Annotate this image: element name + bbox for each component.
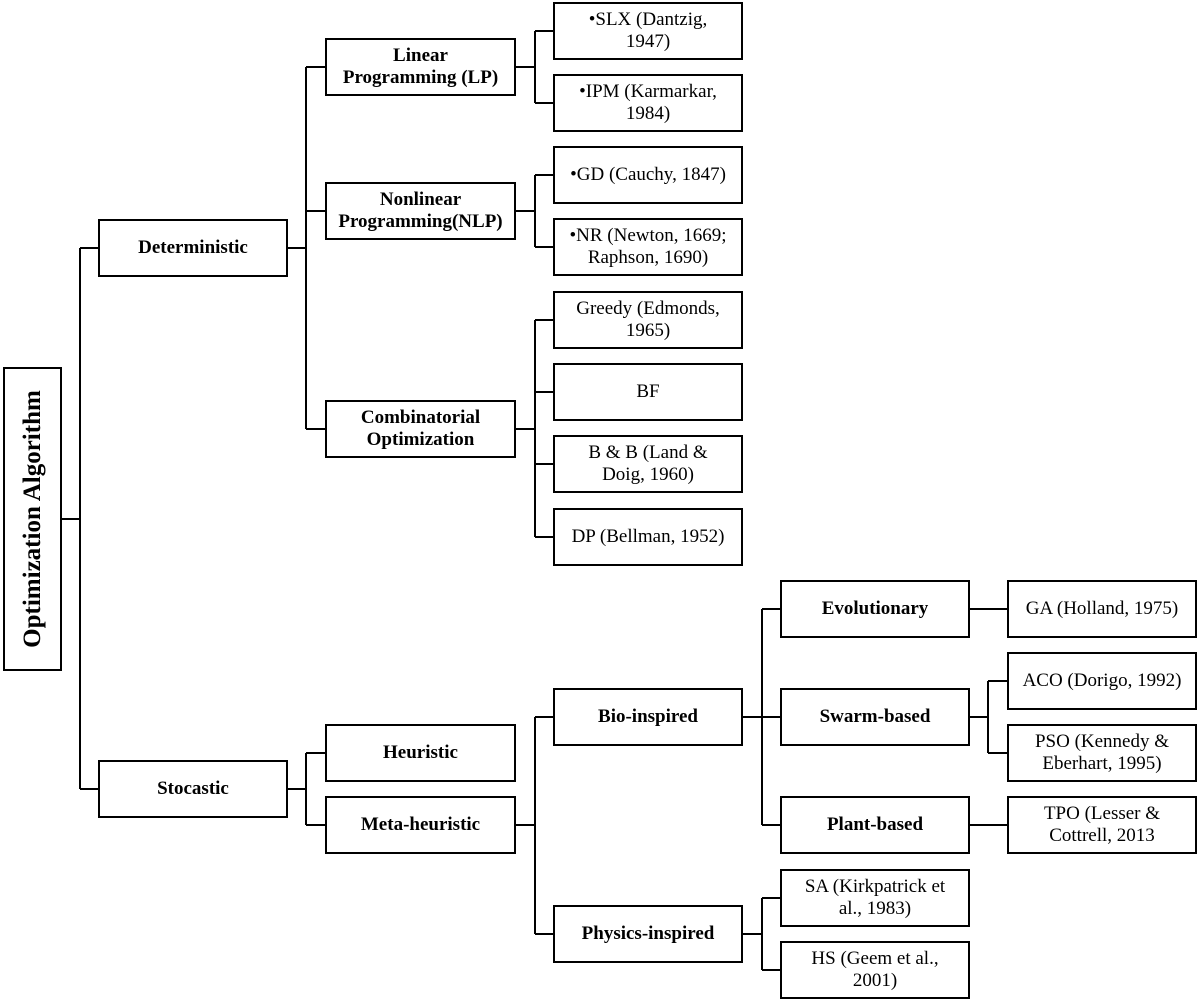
- leaf-ipm: •IPM (Karmarkar, 1984): [553, 74, 743, 132]
- leaf-bf: BF: [553, 363, 743, 421]
- leaf-ga: GA (Holland, 1975): [1007, 580, 1197, 638]
- node-plant-based: Plant-based: [780, 796, 970, 854]
- connector-nlp: [516, 174, 553, 248]
- leaf-bb: B & B (Land & Doig, 1960): [553, 435, 743, 493]
- connector-bio: [743, 608, 780, 826]
- node-physics-inspired: Physics-inspired: [553, 905, 743, 963]
- connector-stocastic: [288, 752, 325, 826]
- connector-meta: [516, 716, 553, 935]
- leaf-nr: •NR (Newton, 1669; Raphson, 1690): [553, 218, 743, 276]
- connector-deterministic: [288, 66, 325, 430]
- leaf-aco: ACO (Dorigo, 1992): [1007, 652, 1197, 710]
- leaf-gd: •GD (Cauchy, 1847): [553, 146, 743, 204]
- node-optimization-algorithm: Optimization Algorithm: [3, 367, 62, 671]
- node-swarm-based: Swarm-based: [780, 688, 970, 746]
- leaf-greedy: Greedy (Edmonds, 1965): [553, 291, 743, 349]
- leaf-dp: DP (Bellman, 1952): [553, 508, 743, 566]
- node-linear-programming: Linear Programming (LP): [325, 38, 516, 96]
- root-label: Optimization Algorithm: [18, 390, 46, 648]
- node-nonlinear-programming: Nonlinear Programming(NLP): [325, 182, 516, 240]
- leaf-slx: •SLX (Dantzig, 1947): [553, 2, 743, 60]
- node-deterministic: Deterministic: [98, 219, 288, 277]
- node-meta-heuristic: Meta-heuristic: [325, 796, 516, 854]
- node-stocastic: Stocastic: [98, 760, 288, 818]
- connector-swarm: [970, 680, 1007, 754]
- node-bio-inspired: Bio-inspired: [553, 688, 743, 746]
- connector-root: [62, 247, 98, 790]
- leaf-hs: HS (Geem et al., 2001): [780, 941, 970, 999]
- connector-physics: [743, 897, 780, 971]
- leaf-sa: SA (Kirkpatrick et al., 1983): [780, 869, 970, 927]
- node-evolutionary: Evolutionary: [780, 580, 970, 638]
- connector-co: [516, 319, 553, 538]
- node-combinatorial-optimization: Combinatorial Optimization: [325, 400, 516, 458]
- node-heuristic: Heuristic: [325, 724, 516, 782]
- leaf-tpo: TPO (Lesser & Cottrell, 2013: [1007, 796, 1197, 854]
- connector-lp: [516, 30, 553, 104]
- leaf-pso: PSO (Kennedy & Eberhart, 1995): [1007, 724, 1197, 782]
